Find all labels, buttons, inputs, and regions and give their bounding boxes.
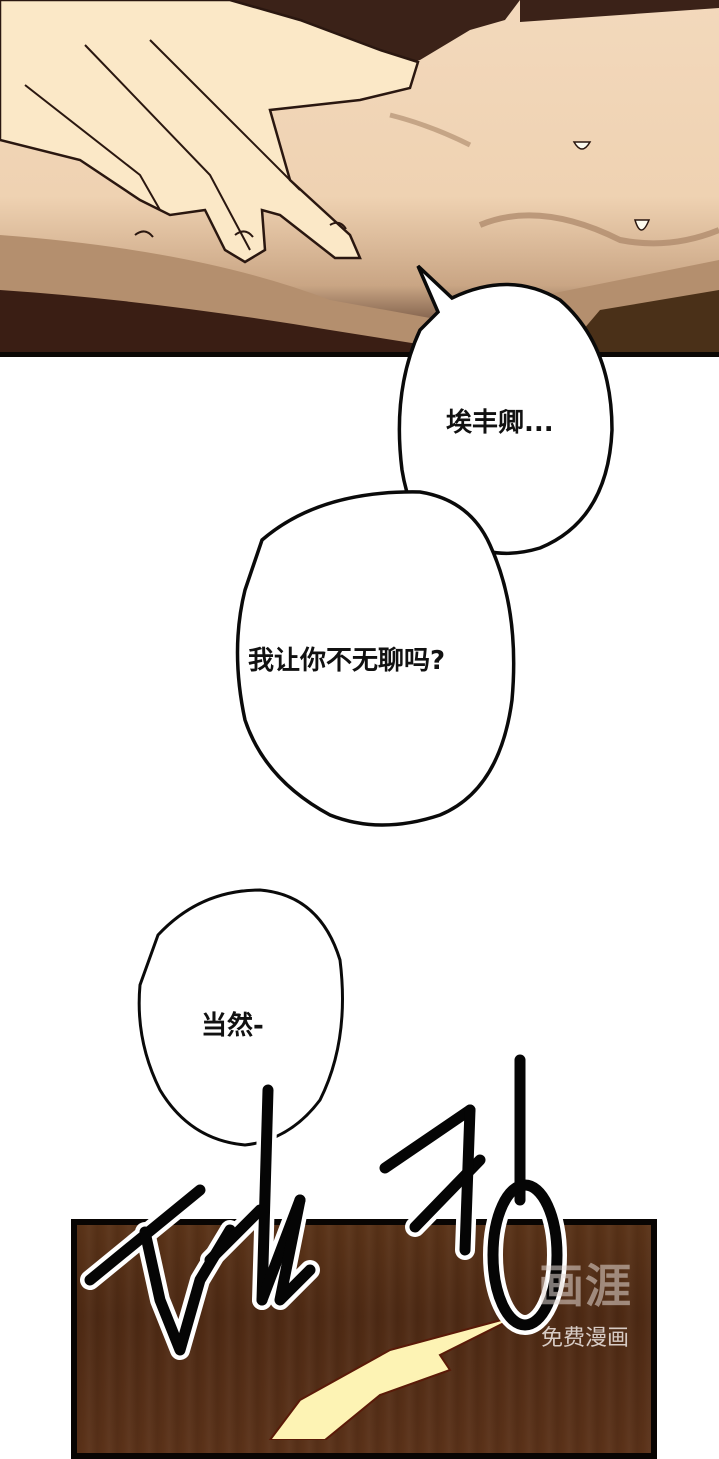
hand-on-skin-illustration xyxy=(0,0,719,357)
watermark-logo: 画涯 xyxy=(538,1259,632,1313)
bubble-2-text: 我让你不无聊吗? xyxy=(248,646,446,676)
panel-border xyxy=(0,352,719,357)
top-panel-artwork xyxy=(0,0,719,357)
bubble-3-text: 当然- xyxy=(201,1011,264,1041)
bubble-1-text: 埃丰卿... xyxy=(446,408,554,438)
watermark-subtitle: 免费漫画 xyxy=(541,1326,630,1351)
